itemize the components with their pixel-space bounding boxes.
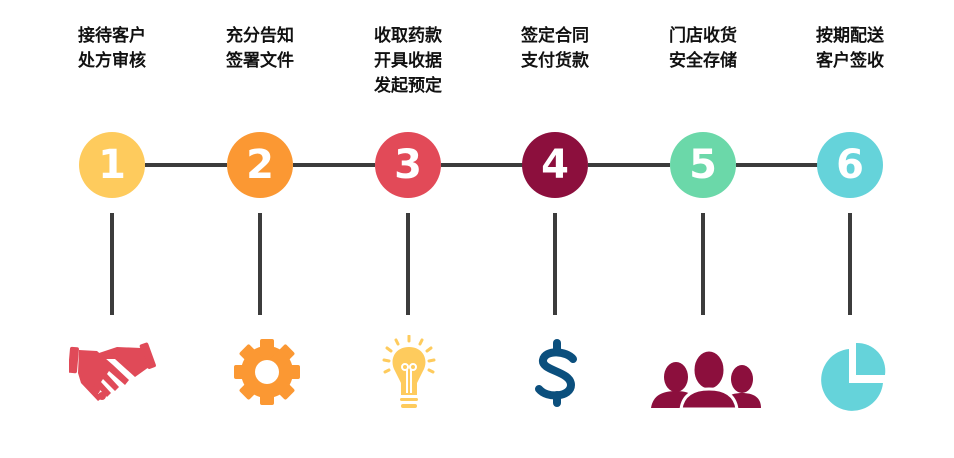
step-2-line-1: 充分告知 xyxy=(226,26,294,46)
step-3-line-2: 开具收据 xyxy=(374,51,442,71)
step-1-circle: 1 xyxy=(79,132,145,198)
step-6-stem xyxy=(848,213,852,315)
step-5-stem xyxy=(701,213,705,315)
step-5-circle: 5 xyxy=(670,132,736,198)
connector-2-3 xyxy=(293,163,375,167)
pie-chart-icon xyxy=(807,335,897,415)
step-4-label: 签定合同 支付货款 xyxy=(495,24,615,74)
connector-1-2 xyxy=(145,163,227,167)
dollar-icon xyxy=(511,335,601,415)
step-6-line-1: 按期配送 xyxy=(816,26,884,46)
step-5-line-1: 门店收货 xyxy=(669,26,737,46)
step-3-line-3: 发起预定 xyxy=(374,76,442,96)
connector-5-6 xyxy=(736,163,818,167)
step-6-line-2: 客户签收 xyxy=(816,51,884,71)
step-3-circle: 3 xyxy=(375,132,441,198)
step-4-circle: 4 xyxy=(522,132,588,198)
step-6-circle: 6 xyxy=(817,132,883,198)
step-3-stem xyxy=(406,213,410,315)
handshake-icon xyxy=(68,335,159,415)
step-3-label: 收取药款 开具收据 发起预定 xyxy=(348,24,468,99)
lightbulb-icon xyxy=(364,334,454,415)
step-2-line-2: 签署文件 xyxy=(226,51,294,71)
step-6-label: 按期配送 客户签收 xyxy=(790,24,910,74)
connector-4-5 xyxy=(588,163,670,167)
gear-icon xyxy=(222,335,312,415)
step-2-label: 充分告知 签署文件 xyxy=(200,24,320,74)
step-2-stem xyxy=(258,213,262,315)
people-icon xyxy=(649,335,769,415)
step-5-line-2: 安全存储 xyxy=(669,51,737,71)
step-2-circle: 2 xyxy=(227,132,293,198)
step-4-line-2: 支付货款 xyxy=(521,51,589,71)
step-4-line-1: 签定合同 xyxy=(521,26,589,46)
step-5-label: 门店收货 安全存储 xyxy=(643,24,763,74)
step-4-stem xyxy=(553,213,557,315)
step-1-line-1: 接待客户 xyxy=(78,26,146,46)
step-3-line-1: 收取药款 xyxy=(374,26,442,46)
step-1-label: 接待客户 处方审核 xyxy=(52,24,172,74)
connector-3-4 xyxy=(441,163,523,167)
step-1-line-2: 处方审核 xyxy=(78,51,146,71)
step-1-stem xyxy=(110,213,114,315)
